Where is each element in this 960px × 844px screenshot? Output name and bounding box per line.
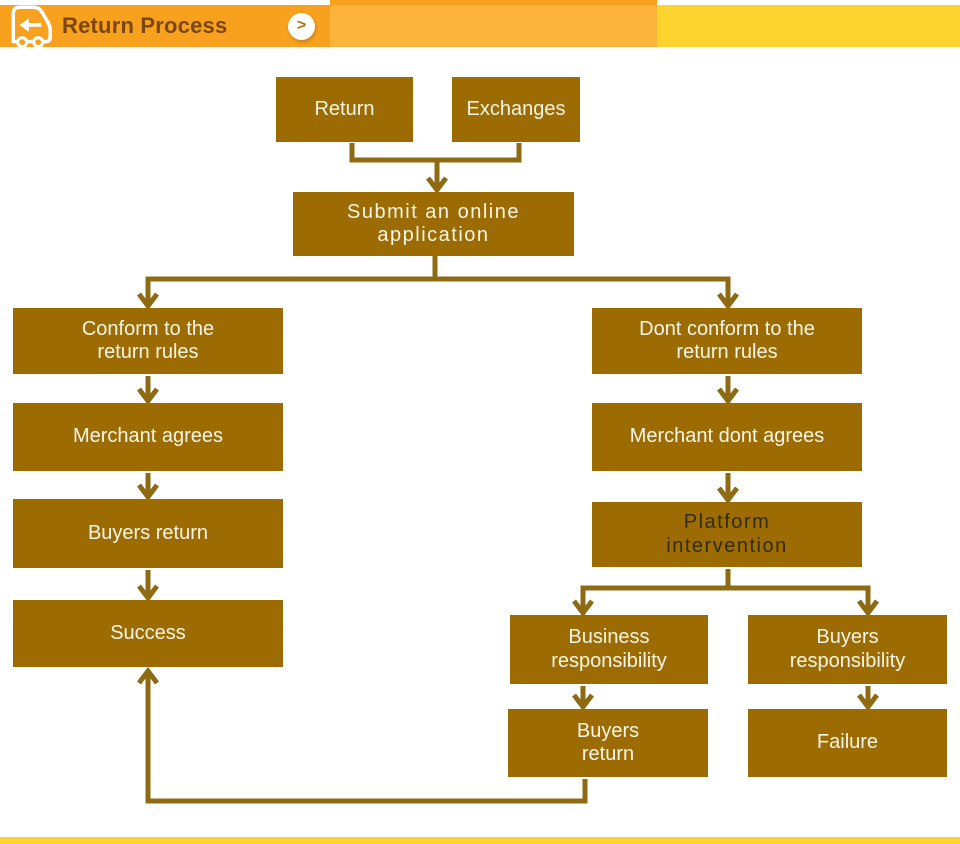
header-middle-segment xyxy=(330,0,657,47)
connector-buyersresp-failure xyxy=(857,686,879,712)
flow-node-submit: Submit an online application xyxy=(293,192,574,256)
connector-merchant-buyersreturn xyxy=(137,473,159,502)
flow-node-buyers-resp: Buyers responsibility xyxy=(748,615,947,684)
flow-node-platform: Platform intervention xyxy=(592,502,862,567)
footer-bar xyxy=(0,837,960,844)
flow-node-business-resp: Business responsibility xyxy=(510,615,708,684)
flow-node-buyers-return-2: Buyers return xyxy=(508,709,708,777)
header-left-segment xyxy=(0,5,330,47)
connector-platform-split xyxy=(572,569,879,618)
flow-node-conform: Conform to the return rules xyxy=(13,308,283,374)
flow-node-exchanges: Exchanges xyxy=(452,77,580,142)
expand-button[interactable]: > xyxy=(288,13,315,40)
connector-conform-merchant xyxy=(137,376,159,406)
flow-node-return: Return xyxy=(276,77,413,142)
connector-merge-return-exchanges xyxy=(349,143,522,195)
return-truck-icon xyxy=(11,5,52,49)
flow-node-merchant-agrees: Merchant agrees xyxy=(13,403,283,471)
flow-node-success: Success xyxy=(13,600,283,667)
connector-submit-split xyxy=(137,256,739,311)
flow-node-dont-conform: Dont conform to the return rules xyxy=(592,308,862,374)
connector-merchantdont-platform xyxy=(717,473,739,505)
connector-business-buyersreturn xyxy=(572,686,594,712)
connector-buyersreturn-success xyxy=(137,570,159,603)
connector-dontconform-merchant xyxy=(717,376,739,406)
flow-node-buyers-return-l: Buyers return xyxy=(13,499,283,568)
flow-node-merchant-dont: Merchant dont agrees xyxy=(592,403,862,471)
flow-node-failure: Failure xyxy=(748,709,947,777)
chevron-right-icon: > xyxy=(296,16,307,34)
page-title: Return Process xyxy=(62,13,228,38)
header-middle-top-strip xyxy=(330,0,657,5)
header-right-segment xyxy=(657,5,960,47)
